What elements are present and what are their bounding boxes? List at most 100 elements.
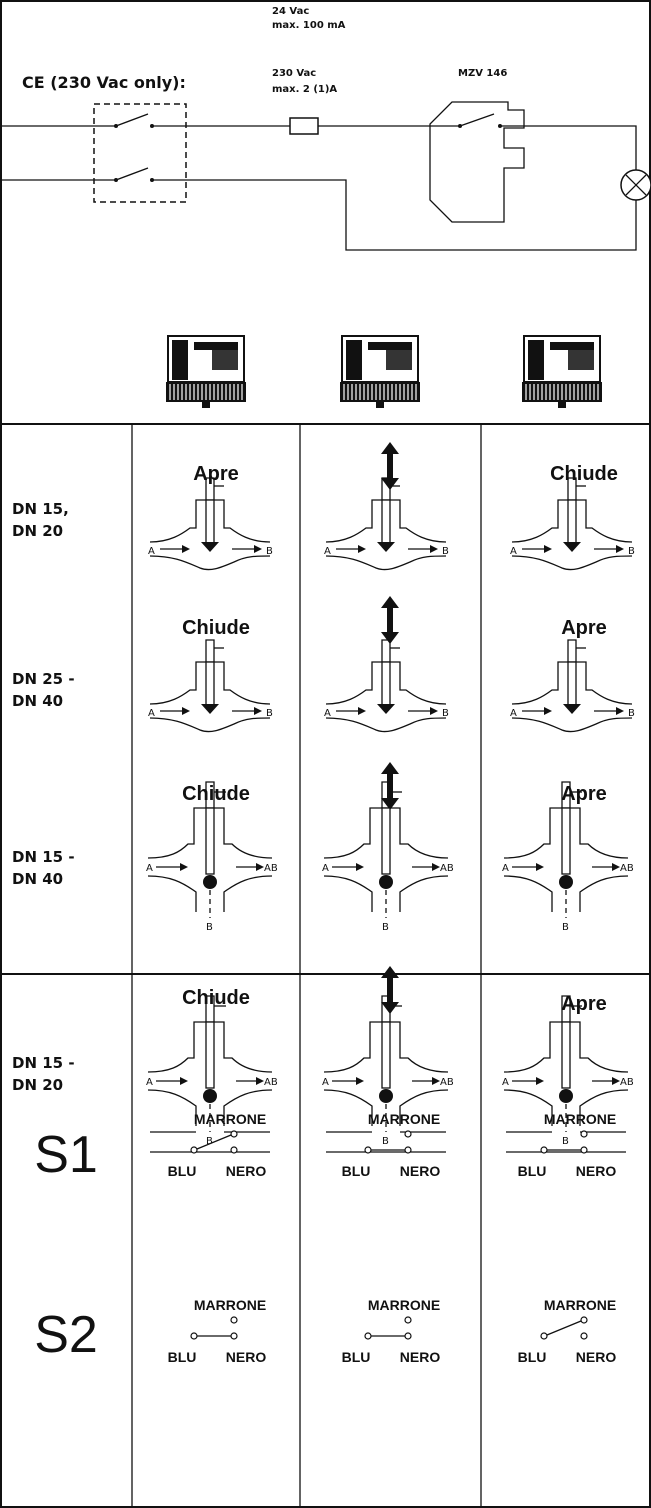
wire-label-right: NERO [576, 1349, 617, 1365]
wire-label-left: BLU [168, 1163, 197, 1179]
dc-label-line-2: max. 100 mA [272, 20, 346, 31]
switch-row-label: S2 [34, 1306, 98, 1364]
relay-switch-lower [115, 167, 149, 181]
wire-label-left: BLU [518, 1163, 547, 1179]
svg-text:B: B [206, 1136, 213, 1147]
switch-contact-closed: MARRONE BLU NERO [342, 1297, 441, 1365]
svg-text:A: A [146, 863, 153, 874]
svg-text:A: A [502, 1077, 509, 1088]
svg-text:AB: AB [620, 1077, 634, 1088]
wire-label-right: NERO [400, 1349, 441, 1365]
svg-text:A: A [324, 546, 331, 557]
svg-text:A: A [148, 546, 155, 557]
wire-label-top: MARRONE [544, 1111, 616, 1127]
wire-label-left: BLU [342, 1163, 371, 1179]
svg-text:B: B [442, 546, 449, 557]
wire-label-left: BLU [518, 1349, 547, 1365]
valve-3way-icon: A AB B [146, 781, 278, 933]
svg-text:B: B [382, 922, 389, 933]
actuator-image-1 [165, 335, 247, 409]
wire-label-left: BLU [342, 1349, 371, 1365]
action-label: Apre [561, 993, 607, 1015]
action-label: Chiude [182, 617, 250, 639]
ac-label-line-2: max. 2 (1)A [272, 84, 337, 95]
valve-2way-icon: A B [324, 639, 449, 733]
row-label-line-1: DN 15 - [12, 848, 75, 866]
action-label: Chiude [182, 783, 250, 805]
valve-row-4: DN 15 - DN 20 Chiude Apre A AB B A AB B [12, 966, 634, 1153]
svg-text:B: B [562, 1136, 569, 1147]
row-label-line-1: DN 15, [12, 500, 69, 518]
wiring-section: 24 Vac max. 100 mA CE (230 Vac only): 23… [2, 6, 651, 409]
switch-contact-closed: MARRONE BLU NERO [518, 1111, 617, 1179]
relay-switch-upper [115, 113, 149, 127]
dc-label-line-1: 24 Vac [272, 6, 309, 17]
valve-2way-icon: A B [148, 477, 273, 571]
wire-label-top: MARRONE [544, 1297, 616, 1313]
svg-text:AB: AB [440, 1077, 454, 1088]
svg-text:A: A [502, 863, 509, 874]
svg-text:B: B [562, 922, 569, 933]
svg-text:A: A [148, 708, 155, 719]
svg-text:B: B [382, 1136, 389, 1147]
svg-text:A: A [322, 863, 329, 874]
wire-label-top: MARRONE [194, 1297, 266, 1313]
action-label: Apre [561, 783, 607, 805]
row-label-line-1: DN 25 - [12, 670, 75, 688]
actuator-image-3 [521, 335, 603, 409]
lower-wire [2, 179, 637, 251]
row-label-line-2: DN 40 [12, 870, 63, 888]
wire-label-right: NERO [576, 1163, 617, 1179]
valve-3way-icon: A AB B [322, 781, 454, 933]
actuator-image-2 [339, 335, 421, 409]
switch-contact-open: MARRONE BLU NERO [518, 1297, 617, 1365]
valve-2way-icon: A B [510, 639, 635, 733]
valve-row-2: DN 25 - DN 40 Chiude Apre A B A B A B [12, 596, 635, 733]
ce-label: CE (230 Vac only): [22, 73, 186, 92]
svg-text:AB: AB [264, 1077, 278, 1088]
switch-row-label: S1 [34, 1126, 98, 1184]
svg-text:A: A [510, 708, 517, 719]
action-label: Chiude [182, 987, 250, 1009]
action-label: Chiude [550, 463, 618, 485]
action-label: Apre [193, 463, 239, 485]
svg-text:A: A [322, 1077, 329, 1088]
fuse [289, 117, 319, 135]
svg-text:AB: AB [440, 863, 454, 874]
valve-3way-mixer-icon: A AB B [502, 995, 634, 1153]
lamp-icon [620, 169, 651, 201]
svg-text:A: A [146, 1077, 153, 1088]
ac-label-line-1: 230 Vac [272, 68, 316, 79]
wire-label-top: MARRONE [368, 1297, 440, 1313]
row-label-line-2: DN 20 [12, 1076, 63, 1094]
wire-label-right: NERO [400, 1163, 441, 1179]
valve-2way-icon: A B [324, 477, 449, 571]
switch-cells: MARRONE BLU NERO MARRONE BLU NERO MARRONE BLU NE… [168, 1111, 617, 1365]
svg-text:B: B [442, 708, 449, 719]
switch-contact-closed: MARRONE BLU NERO [342, 1111, 441, 1179]
svg-text:B: B [266, 546, 273, 557]
double-arrow-icon [381, 596, 399, 644]
svg-text:B: B [628, 708, 635, 719]
svg-text:B: B [206, 922, 213, 933]
svg-text:AB: AB [264, 863, 278, 874]
valve-3way-mixer-icon: A AB B [322, 995, 454, 1153]
valve-row-1: DN 15, DN 20 Apre Chiude A B A B A B [12, 442, 635, 571]
relay-box [93, 103, 187, 203]
wire-label-left: BLU [168, 1349, 197, 1365]
valve-table: DN 15, DN 20 Apre Chiude A B A B A B [1, 423, 650, 1507]
wire-label-top: MARRONE [194, 1111, 266, 1127]
wire-label-top: MARRONE [368, 1111, 440, 1127]
valve-2way-icon: A B [148, 639, 273, 733]
valve-2way-icon: A B [510, 477, 635, 571]
svg-text:A: A [324, 708, 331, 719]
wire-label-right: NERO [226, 1163, 267, 1179]
svg-text:A: A [510, 546, 517, 557]
switch-contact-open: MARRONE BLU NERO [168, 1111, 267, 1179]
row-label-line-1: DN 15 - [12, 1054, 75, 1072]
row-label-line-2: DN 20 [12, 522, 63, 540]
